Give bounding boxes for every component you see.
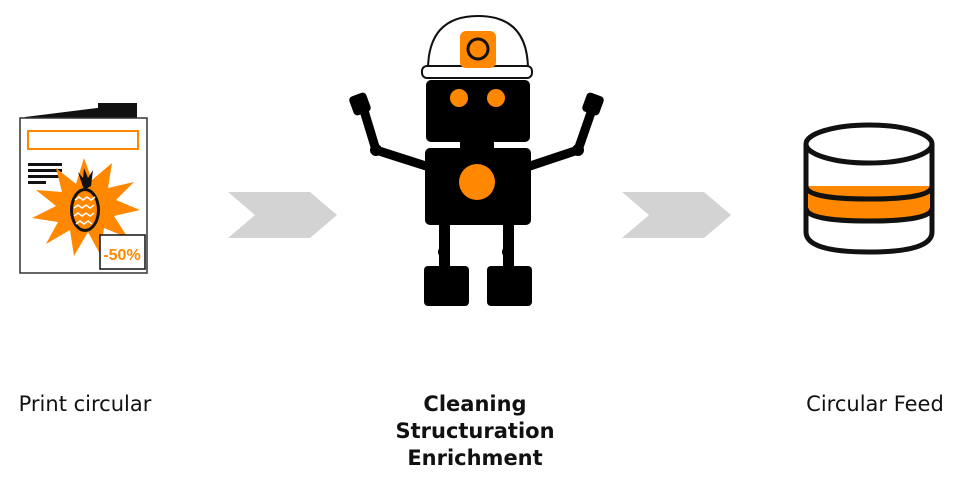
node-label-print-circular: Print circular [18,392,152,416]
chevron-arrow-icon [228,192,337,238]
discount-badge: -50% [103,247,140,264]
database-icon [803,122,935,255]
node-label-processing: Cleaning Structuration Enrichment [375,391,575,472]
process-step-enrichment: Enrichment [407,446,543,470]
process-step-cleaning: Cleaning [423,392,527,416]
print-circular-icon: -50% [19,103,148,274]
robot-worker-icon [349,14,604,306]
chevron-arrow-icon [622,192,731,238]
process-step-structuration: Structuration [395,419,555,443]
node-label-circular-feed: Circular Feed [806,392,944,416]
